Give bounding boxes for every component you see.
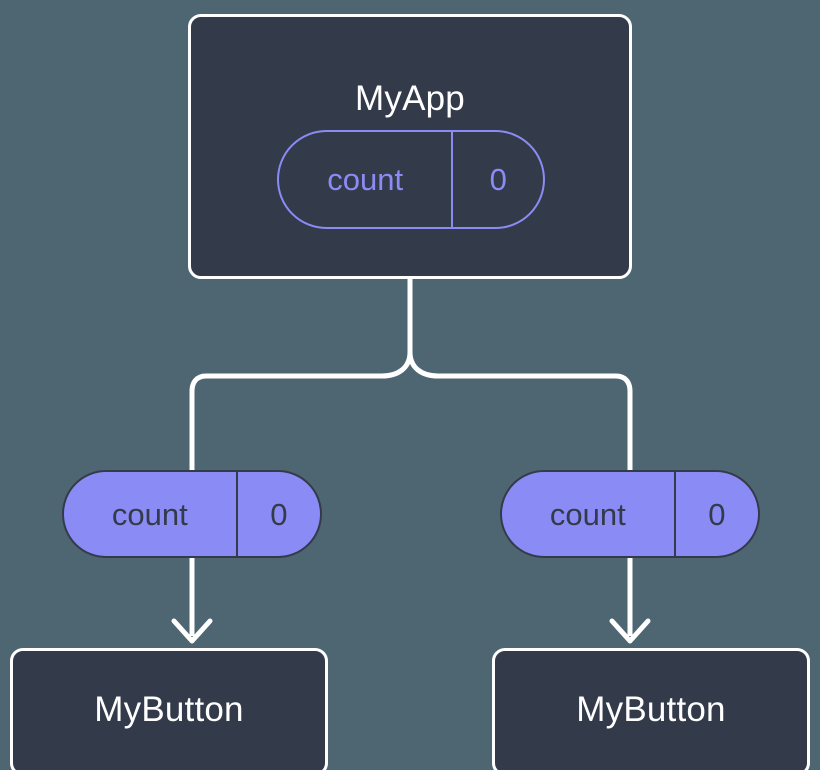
prop-pill-value: 0 (708, 496, 726, 532)
prop-pill-right: count 0 (500, 470, 760, 558)
prop-pill-left: count 0 (62, 470, 322, 558)
state-pill-myapp: count 0 (277, 130, 545, 229)
component-node-myapp: MyApp (188, 14, 632, 279)
component-node-mybutton-right: MyButton (492, 648, 810, 770)
component-node-mybutton-left: MyButton (10, 648, 328, 770)
state-pill-value: 0 (489, 162, 507, 197)
component-name-mybutton: MyButton (576, 690, 726, 729)
component-name-mybutton: MyButton (94, 690, 244, 729)
prop-pill-key: count (502, 472, 676, 556)
prop-pill-key: count (64, 472, 238, 556)
prop-arrow-left-head (171, 618, 213, 644)
prop-pill-value: 0 (270, 496, 288, 532)
tree-connector-fork-right (407, 349, 633, 473)
tree-connector-fork (189, 276, 413, 473)
state-pill-key: count (279, 132, 454, 227)
component-name-myapp: MyApp (355, 79, 465, 118)
prop-arrow-right-head (609, 618, 651, 644)
